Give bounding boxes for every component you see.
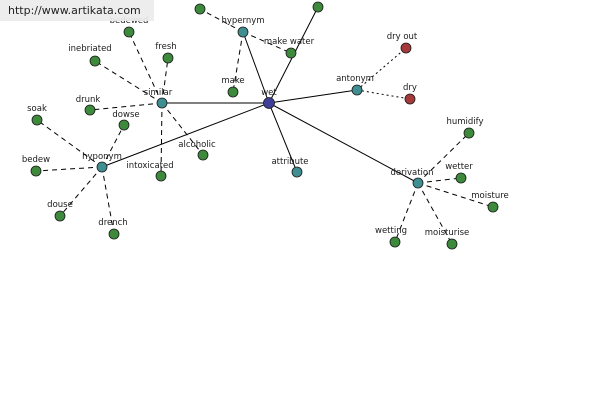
node-soak[interactable] [31,114,43,126]
edge-wet-to-hyponym [101,102,270,168]
edge-derivation-to-wetter [417,177,462,184]
node-label-make[interactable]: make [221,76,244,86]
edge-hyponym-to-bedew [35,166,103,172]
node-intoxicated[interactable] [155,170,167,182]
node-label-make-water[interactable]: make water [264,37,315,47]
node-label-wetting[interactable]: wetting [375,226,407,236]
node-wetting[interactable] [389,236,401,248]
node-label-alcoholic[interactable]: alcoholic [178,140,216,150]
node-label-moisture[interactable]: moisture [471,191,509,201]
node-label-drench[interactable]: drench [98,218,127,228]
node-label-bedew[interactable]: bedew [22,155,50,165]
node-inebriated[interactable] [89,55,101,67]
node-moisture[interactable] [487,201,499,213]
node-dry-out[interactable] [400,42,412,54]
edge-similar-to-drunk [89,102,163,111]
node-top-cut-1[interactable] [194,3,206,15]
edge-hyponym-to-douse [59,166,103,217]
node-label-attribute[interactable]: attribute [271,157,308,167]
node-label-intoxicated[interactable]: intoxicated [126,161,173,171]
edge-similar-to-bedewed [128,31,163,104]
edge-wet-to-hypernym [242,31,270,104]
node-alcoholic[interactable] [197,149,209,161]
node-wetter[interactable] [455,172,467,184]
node-moisturise[interactable] [446,238,458,250]
url-label[interactable]: http://www.artikata.com [0,0,154,21]
edge-antonym-to-dry-out [356,47,407,91]
node-dowse[interactable] [118,119,130,131]
node-bedewed[interactable] [123,26,135,38]
node-humidify[interactable] [463,127,475,139]
edge-hypernym-to-top-cut-1 [199,8,244,33]
node-antonym[interactable] [351,84,363,96]
node-label-wetter[interactable]: wetter [445,162,473,172]
edge-derivation-to-moisturise [417,182,453,245]
node-douse[interactable] [54,210,66,222]
node-dry[interactable] [404,93,416,105]
labels-layer: wet similar hypernym antonym attribute deriva… [22,16,509,238]
node-derivation[interactable] [412,177,424,189]
node-wet[interactable] [263,97,275,109]
edge-hyponym-to-dowse [101,124,125,168]
node-label-bedewed[interactable]: bedewed [110,16,149,26]
edge-derivation-to-humidify [417,132,470,184]
node-attribute[interactable] [291,166,303,178]
edge-similar-to-inebriated [94,60,163,104]
node-fresh[interactable] [162,52,174,64]
edge-wet-to-attribute [268,102,298,173]
node-label-inebriated[interactable]: inebriated [68,44,111,54]
node-label-derivation[interactable]: derivation [390,168,433,178]
node-drench[interactable] [108,228,120,240]
edge-wet-to-derivation [268,102,419,184]
node-drunk[interactable] [84,104,96,116]
node-label-dowse[interactable]: dowse [112,110,139,120]
edge-derivation-to-moisture [417,182,494,208]
node-hyponym[interactable] [96,161,108,173]
node-label-dry[interactable]: dry [403,83,417,93]
node-top-cut-2[interactable] [312,1,324,13]
node-similar[interactable] [156,97,168,109]
node-label-dry-out[interactable]: dry out [387,32,418,42]
node-hypernym[interactable] [237,26,249,38]
node-label-fresh[interactable]: fresh [155,42,176,52]
edge-hypernym-to-make [232,31,244,93]
node-make[interactable] [227,86,239,98]
node-bedew[interactable] [30,165,42,177]
edge-hyponym-to-drench [101,166,115,235]
edge-hyponym-to-soak [36,119,103,168]
edge-similar-to-intoxicated [160,102,163,177]
node-label-hypernym[interactable]: hypernym [221,16,264,26]
node-label-humidify[interactable]: humidify [446,117,483,127]
node-label-soak[interactable]: soak [27,104,47,114]
node-label-douse[interactable]: douse [47,200,73,210]
nodes-layer [30,1,499,250]
node-label-moisturise[interactable]: moisturise [425,228,470,238]
edge-similar-to-alcoholic [161,102,204,156]
node-label-antonym[interactable]: antonym [336,74,374,84]
edge-antonym-to-dry [356,89,411,100]
node-label-wet[interactable]: wet [261,88,277,98]
node-label-drunk[interactable]: drunk [76,95,101,105]
edges-layer [35,6,494,245]
edge-derivation-to-wetting [394,182,419,243]
edge-similar-to-fresh [161,57,169,104]
edge-wet-to-antonym [268,89,358,104]
node-make-water[interactable] [285,47,297,59]
node-label-similar[interactable]: similar [144,88,173,98]
node-label-hyponym[interactable]: hyponym [82,152,122,162]
